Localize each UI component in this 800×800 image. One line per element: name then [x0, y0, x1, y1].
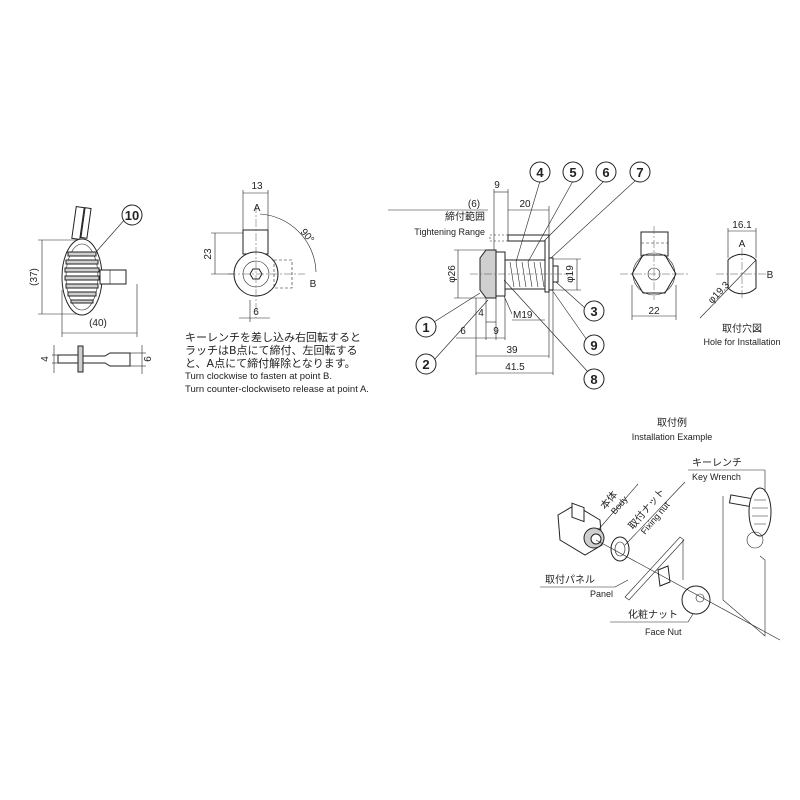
key-wrench-side-view: 4 6	[40, 345, 154, 374]
shaft-dim-4: 4	[40, 356, 51, 362]
dim-41-5: 41.5	[505, 362, 525, 373]
key-wrench-label-jp: キーレンチ	[692, 457, 742, 469]
latch-side-view: 9 (6) 20 締付範囲 Tightening Range φ26 φ19 M…	[388, 161, 651, 390]
balloon-10: 10	[125, 208, 139, 223]
instruction-jp-3: と、A点にて締付解除となります。	[185, 357, 356, 370]
dim-9: 9	[493, 326, 499, 337]
dim-4: 4	[478, 308, 484, 319]
balloon-1: 1	[422, 320, 429, 335]
installation-hole-view: 16.1 A B φ19.3 取付穴図 Hole for Installatio…	[699, 220, 781, 347]
point-b-label: B	[310, 279, 317, 290]
face-nut-label-jp: 化粧ナット	[628, 608, 678, 621]
hole-point-b: B	[767, 270, 774, 281]
point-a-label: A	[254, 203, 261, 214]
angle-90: 90°	[298, 227, 316, 246]
hole-title-jp: 取付穴図	[722, 322, 762, 335]
hole-width-dim: 16.1	[732, 220, 752, 231]
latch-front-view: 13 A 90° 23 B 6	[203, 181, 317, 322]
part-balloons: 1 2 3 4 5 6 7 8 9	[415, 161, 651, 390]
instruction-jp-1: キーレンチを差し込み右回転すると	[185, 331, 361, 344]
tightening-range-en: Tightening Range	[414, 227, 485, 237]
balloon-7: 7	[636, 165, 643, 180]
balloon-5: 5	[569, 165, 576, 180]
front-bottom-dim: 6	[253, 307, 259, 318]
thread-m19: M19	[513, 310, 533, 321]
instruction-jp-2: ラッチはB点にて締付、左回転する	[185, 344, 358, 357]
balloon-8: 8	[590, 372, 597, 387]
balloon-4: 4	[536, 165, 544, 180]
balloon-2: 2	[422, 357, 429, 372]
dim-20: 20	[519, 199, 531, 210]
balloon-3: 3	[590, 304, 597, 319]
shaft-dim-6: 6	[143, 356, 154, 362]
installation-example: 取付例 Installation Example キーレンチ Key Wrenc…	[540, 416, 781, 641]
instruction-en-2: Turn counter-clockwiseto release at poin…	[185, 384, 369, 395]
dim-9-top: 9	[494, 180, 500, 191]
balloon-6: 6	[602, 165, 609, 180]
dia-19: φ19	[565, 265, 576, 283]
key-wrench-front-view: 10 (37) (40)	[29, 204, 143, 337]
face-nut-label-en: Face Nut	[645, 627, 682, 637]
instructions-text: キーレンチを差し込み右回転すると ラッチはB点にて締付、左回転する と、A点にて…	[185, 331, 369, 396]
balloon-9: 9	[590, 338, 597, 353]
install-title-en: Installation Example	[632, 432, 713, 442]
front-width-dim: 13	[251, 181, 263, 192]
key-wrench-label-en: Key Wrench	[692, 472, 741, 482]
key-height-dim: (37)	[29, 268, 40, 286]
dia-26: φ26	[447, 265, 458, 283]
key-width-dim: (40)	[89, 318, 107, 329]
rear-width-dim: 22	[648, 306, 660, 317]
panel-label-en: Panel	[590, 589, 613, 599]
hole-point-a: A	[739, 239, 746, 250]
tightening-range-jp: 締付範囲	[445, 210, 485, 223]
hole-title-en: Hole for Installation	[703, 337, 780, 347]
front-height-dim: 23	[203, 248, 214, 260]
latch-rear-view: 22	[620, 226, 690, 320]
install-title-jp: 取付例	[657, 416, 687, 429]
panel-label-jp: 取付パネル	[545, 573, 595, 586]
dim-6-paren: (6)	[468, 199, 480, 210]
instruction-en-1: Turn clockwise to fasten at point B.	[185, 371, 332, 382]
dim-39: 39	[506, 345, 518, 356]
dim-6: 6	[460, 326, 466, 337]
